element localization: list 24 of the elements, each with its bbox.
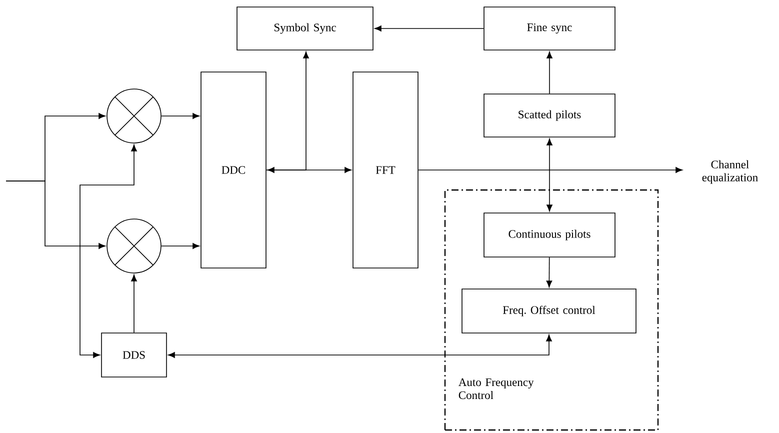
arrow [161,243,200,249]
block-box: DDC [200,72,266,268]
arrow [546,52,552,94]
block-box: DDS [101,332,167,378]
arrow [266,52,309,170]
arrow [268,167,352,173]
arrow [374,26,484,32]
block-box: Scatted pilots [484,94,616,138]
arrow [546,257,552,288]
mixer-circle [106,88,162,144]
block-box: FFT [352,72,418,268]
arrow [6,180,106,249]
arrow [131,274,137,333]
arrow [168,334,552,358]
arrow [80,144,137,358]
arrow [161,113,200,119]
block-box: Continuous pilots [484,212,616,258]
block-box: Fine sync [484,6,616,50]
mixer-circle [106,218,162,274]
arrow [418,167,682,173]
block-box: Freq. Offset control [462,288,636,334]
block-box: Symbol Sync [236,6,374,50]
output-label: Channel equalization [702,160,758,184]
arrow [546,138,552,212]
